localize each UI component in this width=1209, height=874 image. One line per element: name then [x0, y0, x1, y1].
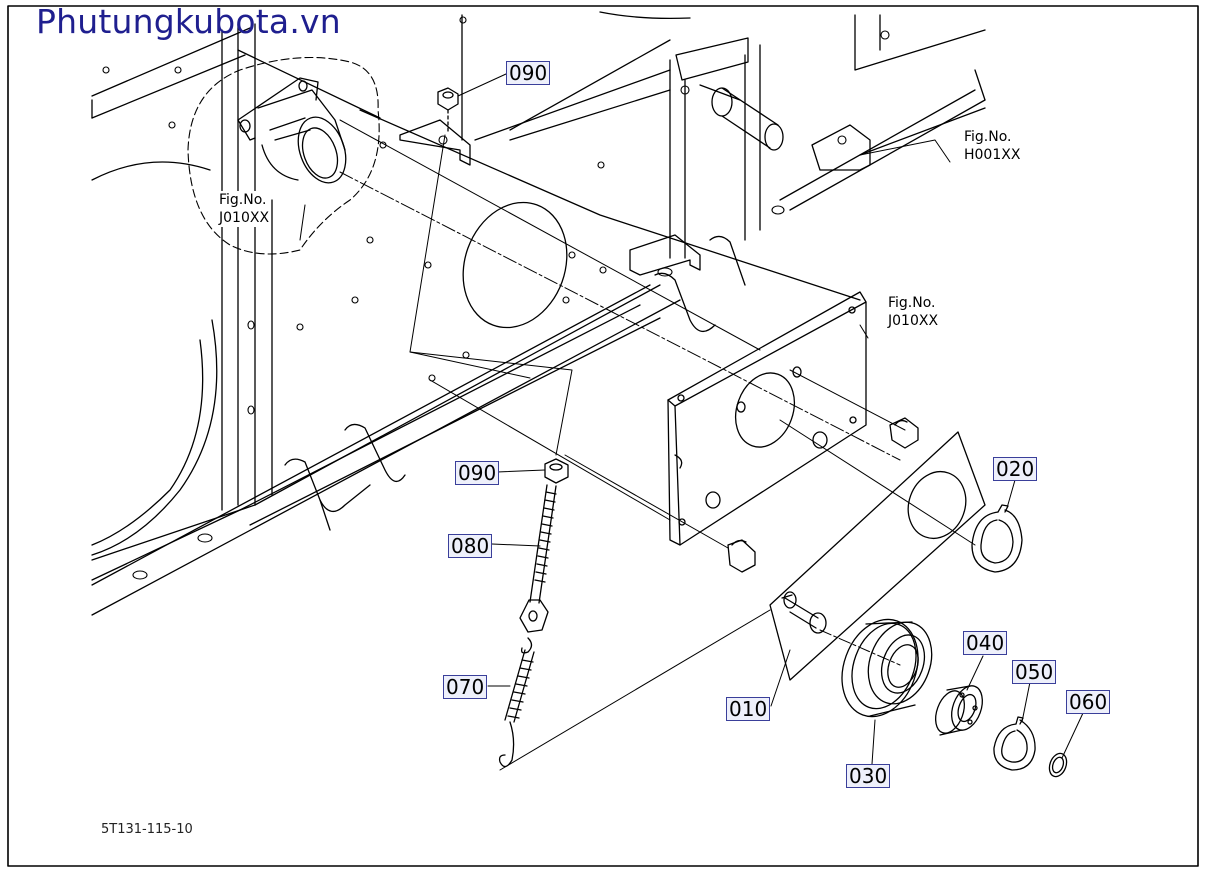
callout-050[interactable]: 050 [1012, 660, 1057, 684]
nut-090-upper [437, 87, 459, 133]
plate-bolt-right [889, 417, 919, 449]
main-frame-structure [91, 11, 986, 616]
callout-010[interactable]: 010 [726, 697, 771, 721]
fig-ref-plate-line2: J010XX [888, 313, 939, 329]
snap-ring-020 [971, 504, 1023, 573]
frame-holes [102, 16, 890, 580]
leader-lines [299, 73, 1084, 771]
callout-040[interactable]: 040 [963, 631, 1008, 655]
washer-060 [1048, 752, 1068, 778]
spring-070 [498, 637, 535, 768]
fig-ref-left: Fig.No. J010XX [219, 191, 270, 227]
bearing-040 [935, 685, 983, 736]
frame-cutout [462, 201, 568, 329]
drawing-code: 5T131-115-10 [101, 822, 193, 837]
callout-020[interactable]: 020 [993, 457, 1038, 481]
callout-060[interactable]: 060 [1066, 690, 1111, 714]
fig-ref-top-right-line1: Fig.No. [964, 129, 1012, 145]
nut-090-lower [544, 458, 569, 484]
snap-ring-050 [993, 716, 1036, 771]
plate-bolt-lower [727, 539, 756, 573]
shaft-housing-detail [187, 56, 380, 255]
fig-ref-plate-line1: Fig.No. [888, 295, 936, 311]
fig-ref-top-right: Fig.No. H001XX [964, 128, 1021, 164]
fig-ref-top-right-line2: H001XX [964, 147, 1021, 163]
pulley-030 [841, 618, 933, 718]
eye-bolt-080 [519, 484, 557, 633]
callout-090-upper[interactable]: 090 [506, 61, 551, 85]
axle-stub [699, 84, 784, 151]
callout-030[interactable]: 030 [846, 764, 891, 788]
fig-ref-left-line1: Fig.No. [219, 192, 267, 208]
tensioner-arm [769, 431, 986, 681]
watermark-text: Phutungkubota.vn [36, 2, 341, 41]
callout-070[interactable]: 070 [443, 675, 488, 699]
fig-ref-left-line2: J010XX [219, 210, 270, 226]
centerline [339, 171, 901, 461]
callout-080[interactable]: 080 [448, 534, 493, 558]
drawing-frame [7, 5, 1199, 867]
mounting-plate [667, 291, 867, 546]
callout-090-lower[interactable]: 090 [455, 461, 500, 485]
fig-ref-plate: Fig.No. J010XX [888, 294, 939, 330]
